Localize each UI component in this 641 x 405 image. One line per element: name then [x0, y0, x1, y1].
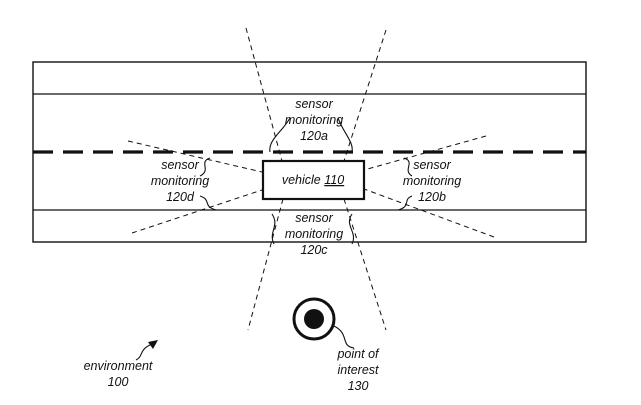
point-of-interest: point of interest 130	[294, 299, 380, 393]
vehicle: vehicle 110	[263, 161, 364, 199]
sensor-d-line2: monitoring	[151, 174, 209, 188]
sensor-d-label: sensor monitoring 120d	[151, 158, 216, 210]
poi-ref: 130	[348, 379, 369, 393]
sensor-c-label: sensor monitoring 120c	[272, 211, 354, 257]
sensor-a-ref: 120a	[300, 129, 328, 143]
environment-ref: 100	[108, 375, 129, 389]
sensor-b-ref: 120b	[418, 190, 446, 204]
left-field-bottom-edge	[132, 190, 262, 233]
sensor-b-label: sensor monitoring 120b	[398, 158, 461, 210]
sensor-c-bracket-right	[349, 214, 353, 244]
environment-line1: environment	[84, 359, 153, 373]
sensor-d-ref: 120d	[166, 190, 195, 204]
vehicle-label: vehicle 110	[282, 173, 344, 187]
sensor-c-line1: sensor	[295, 211, 333, 225]
environment-arrow-icon	[136, 344, 152, 360]
sensor-c-ref: 120c	[300, 243, 328, 257]
sensor-c-line2: monitoring	[285, 227, 343, 241]
sensor-b-line2: monitoring	[403, 174, 461, 188]
sensor-b-leader-lower	[398, 196, 412, 210]
sensor-a-line1: sensor	[295, 97, 333, 111]
poi-inner-dot-icon	[304, 309, 324, 329]
sensor-d-line1: sensor	[161, 158, 199, 172]
environment-label: environment 100	[84, 340, 158, 389]
sensor-a-line2: monitoring	[285, 113, 343, 127]
poi-line1: point of	[336, 347, 380, 361]
poi-leader	[334, 326, 354, 348]
rear-field-left-edge	[248, 199, 283, 330]
sensor-d-leader-lower	[200, 196, 216, 210]
environment-arrowhead-icon	[148, 340, 158, 349]
poi-line2: interest	[338, 363, 380, 377]
sensor-c-bracket	[272, 214, 275, 244]
sensor-a-label: sensor monitoring 120a	[270, 97, 352, 152]
sensor-b-line1: sensor	[413, 158, 451, 172]
